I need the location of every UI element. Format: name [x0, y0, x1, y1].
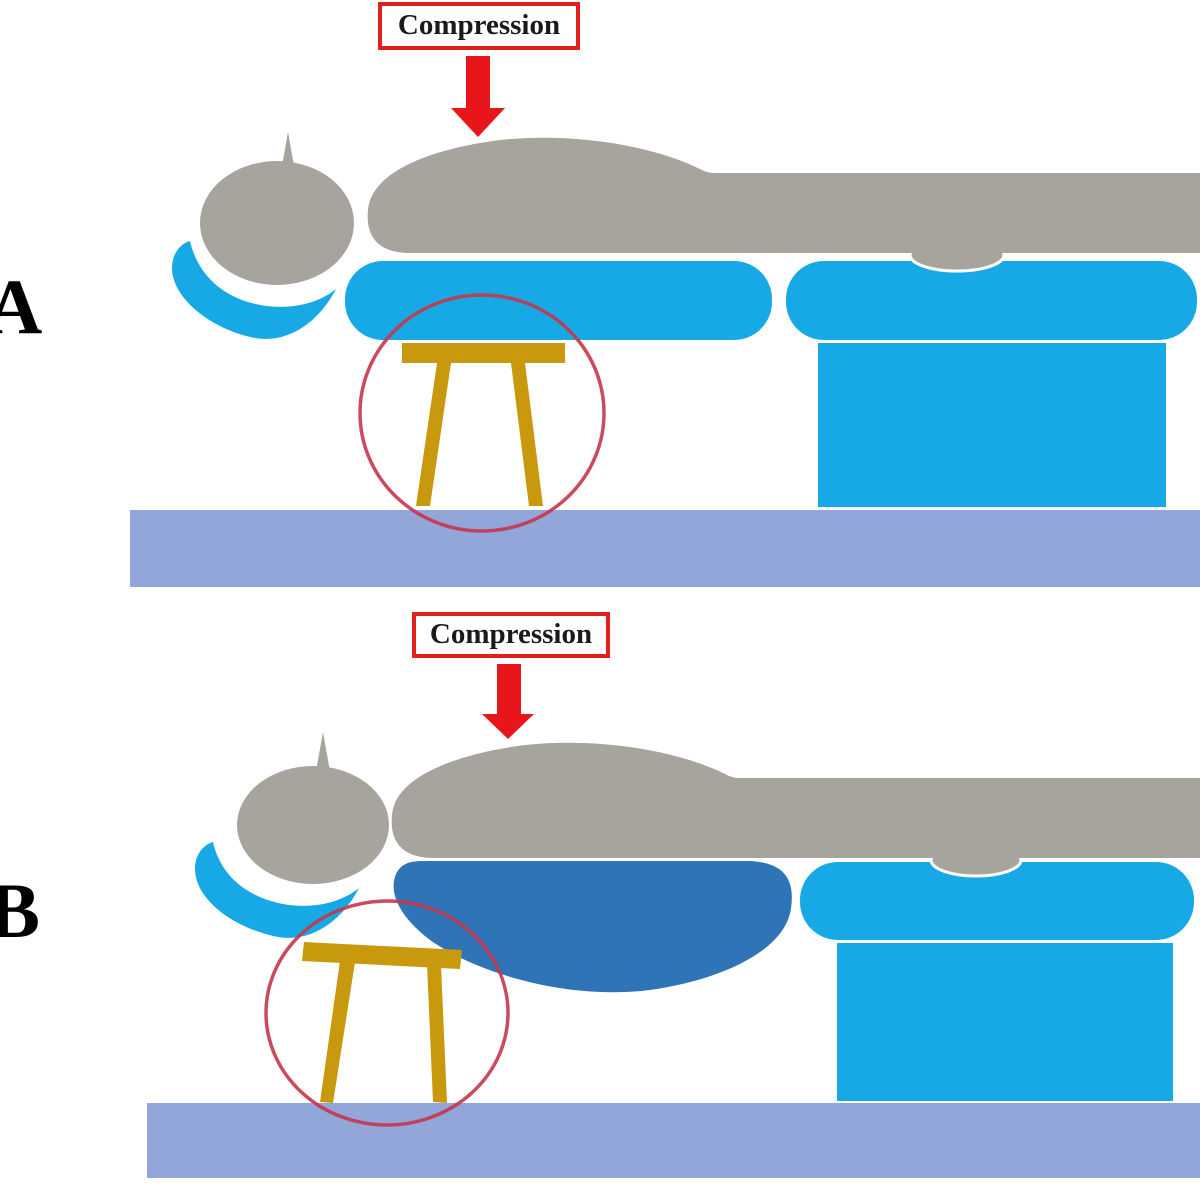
arrow-head-b [482, 714, 534, 739]
stool-top-a [402, 343, 565, 363]
mattress-legs-a [786, 261, 1197, 340]
patient-head-a [200, 161, 354, 285]
stool-left-leg-a [416, 363, 451, 506]
stool-right-leg-b [427, 964, 447, 1103]
mattress-torso-a [345, 261, 772, 340]
compression-label-b: Compression [412, 612, 610, 658]
focus-circle-b [264, 899, 510, 1127]
arrow-head-a [451, 108, 505, 137]
floor-a [130, 510, 1200, 587]
arrow-shaft-b [497, 664, 521, 714]
panel-a-illustration [130, 56, 1200, 587]
panel-b-label: B [0, 867, 41, 954]
stool-b [302, 942, 462, 1103]
stool-a [402, 343, 565, 506]
patient-nose-a [280, 132, 296, 177]
table-base-b [837, 943, 1173, 1101]
floor-b [147, 1103, 1200, 1178]
mattress-legs-b [800, 862, 1194, 940]
patient-body-b [391, 742, 1200, 858]
compression-label-a: Compression [378, 2, 580, 50]
patient-nose-b [315, 732, 331, 777]
patient-body-a [367, 137, 1200, 253]
arrow-shaft-a [466, 56, 490, 108]
down-arrow-a-icon [451, 56, 505, 137]
head-rest-a [171, 241, 336, 339]
stool-left-leg-b [320, 961, 355, 1103]
patient-head-b [237, 766, 389, 884]
down-arrow-b-icon [482, 664, 534, 739]
panel-a-label: A [0, 263, 43, 350]
table-base-a [818, 343, 1166, 507]
head-rest-b [194, 842, 359, 938]
panel-b-illustration [147, 664, 1200, 1178]
stool-right-leg-a [511, 363, 543, 506]
focus-circle-a [358, 293, 606, 533]
compressed-mattress-torso-b [393, 861, 792, 993]
